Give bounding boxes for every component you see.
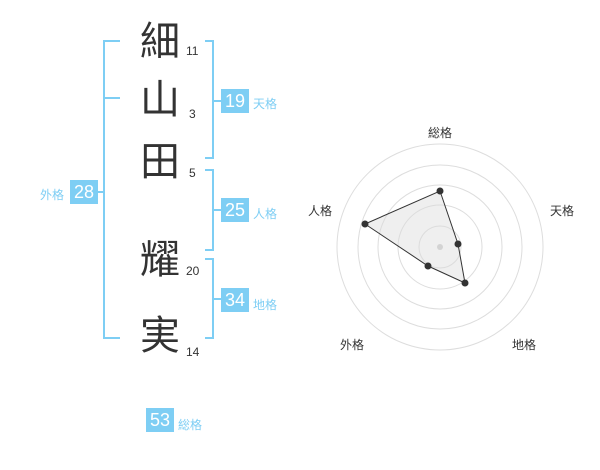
name-char-1: 細 bbox=[140, 19, 180, 65]
radar-axis-label-soukaku: 総格 bbox=[428, 126, 453, 140]
radar-point-jinkaku bbox=[361, 220, 369, 228]
soukaku-badge: 53 bbox=[146, 408, 174, 432]
gaikaku-bracket bbox=[103, 40, 120, 339]
radar-point-chikaku bbox=[461, 279, 469, 287]
radar-ring-1 bbox=[418, 225, 462, 269]
tenkaku-bracket bbox=[205, 40, 214, 159]
radar-point-soukaku bbox=[436, 187, 444, 195]
soukaku-label: 総格 bbox=[178, 418, 203, 432]
name-char-2: 山 bbox=[140, 77, 180, 123]
tenkaku-badge: 19 bbox=[221, 89, 249, 113]
stroke-count-1: 11 bbox=[186, 44, 199, 58]
radar-center-dot bbox=[437, 244, 443, 250]
radar-area bbox=[363, 190, 466, 284]
gaikaku-badge: 28 bbox=[70, 180, 98, 204]
radar-axis-label-chikaku: 地格 bbox=[512, 338, 537, 352]
radar-axis-label-gaikaku: 外格 bbox=[340, 338, 365, 352]
radar-ring-2 bbox=[397, 204, 483, 290]
gaikaku-label: 外格 bbox=[40, 188, 65, 202]
radar-ring-3 bbox=[377, 184, 503, 310]
stroke-count-3: 5 bbox=[189, 166, 196, 180]
jinkaku-label: 人格 bbox=[253, 207, 278, 221]
radar-point-tenkaku bbox=[454, 240, 462, 248]
name-char-4: 耀 bbox=[140, 237, 180, 283]
radar-axis-label-tenkaku: 天格 bbox=[550, 204, 575, 218]
radar-axis-label-jinkaku: 人格 bbox=[308, 204, 333, 218]
chikaku-badge: 34 bbox=[221, 288, 249, 312]
radar-ring-4 bbox=[357, 164, 523, 330]
stroke-count-2: 3 bbox=[189, 107, 196, 121]
radar-point-gaikaku bbox=[424, 262, 432, 270]
name-char-5: 実 bbox=[140, 313, 180, 359]
jinkaku-badge: 25 bbox=[221, 198, 249, 222]
tenkaku-label: 天格 bbox=[253, 97, 278, 111]
stroke-count-5: 14 bbox=[186, 345, 200, 359]
chikaku-label: 地格 bbox=[253, 298, 278, 312]
stroke-count-4: 20 bbox=[186, 264, 200, 278]
name-char-3: 田 bbox=[140, 139, 180, 185]
radar-ring-5 bbox=[336, 143, 544, 351]
